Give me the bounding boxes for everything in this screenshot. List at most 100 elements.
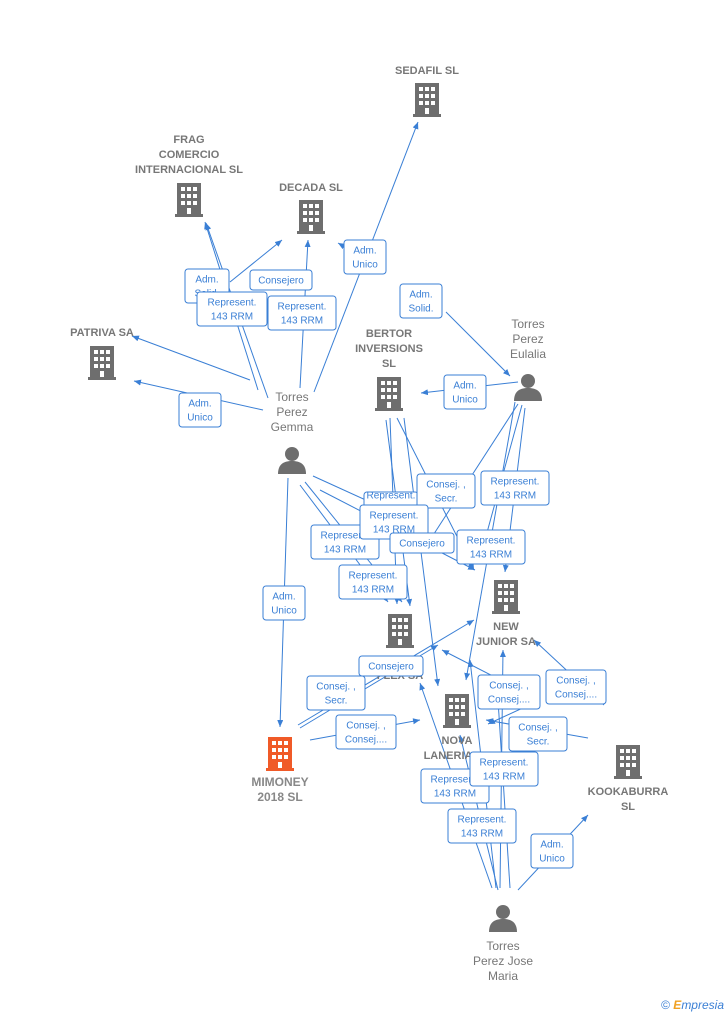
relation-label-r19[interactable]: Consej. ,Secr. <box>306 675 366 711</box>
relation-label-r9[interactable]: Consej. ,Secr. <box>416 473 476 509</box>
relation-box <box>477 674 541 710</box>
relation-edge <box>429 403 519 541</box>
relation-labels: Represent. 143 RRM Adm. Solid. Represent. 143… <box>178 239 607 869</box>
relation-text: Consej. , <box>426 480 465 491</box>
node-label: SL <box>382 358 396 370</box>
node-label: COMERCIO <box>159 149 220 161</box>
relation-label-r21[interactable]: Consej. , Consej.... <box>477 674 541 710</box>
building-icon <box>88 346 116 380</box>
brand-logo-text: mpresia <box>681 998 724 1012</box>
relation-text: Adm. <box>409 290 432 301</box>
building-icon <box>175 183 203 217</box>
node-label: NOVA <box>442 735 473 747</box>
relation-label-r23[interactable]: Consej. ,Secr. <box>508 716 568 752</box>
relation-label-r17[interactable]: Adm.Unico <box>262 585 306 621</box>
relation-text: Solid. <box>408 304 433 315</box>
relation-label-r15[interactable]: Represent. 143 RRM <box>338 564 408 600</box>
node-label: DECADA SL <box>279 182 343 194</box>
relation-label-r13[interactable]: Represent.143 RRM <box>456 529 526 565</box>
relation-text: Consej. , <box>316 682 355 693</box>
relation-text: Unico <box>187 413 213 424</box>
relation-text: Represent. <box>458 815 507 826</box>
relation-label-r22[interactable]: Consej. ,Consej.... <box>545 669 607 705</box>
node-label: Torres <box>486 939 519 953</box>
relation-label-r18[interactable]: Consejero <box>358 655 424 677</box>
relation-text: 143 RRM <box>373 525 415 536</box>
brand-footer[interactable]: © Empresia <box>661 998 724 1012</box>
relation-text: Unico <box>539 854 565 865</box>
relation-text: 143 RRM <box>352 585 394 596</box>
relation-label-r27[interactable]: Adm. Unico <box>530 833 574 869</box>
brand-logo-initial: E <box>673 998 682 1012</box>
relation-box <box>480 470 550 506</box>
node-label: KOOKABURRA <box>588 786 669 798</box>
relation-text: 143 RRM <box>434 789 476 800</box>
building-icon <box>297 200 325 234</box>
relation-label-r6[interactable]: Adm. Solid. <box>399 283 443 319</box>
relation-text: Consej. , <box>518 723 557 734</box>
relation-text: Adm. <box>188 399 211 410</box>
relation-box <box>262 585 306 621</box>
building-icon <box>375 377 403 411</box>
relation-text: Unico <box>452 395 478 406</box>
relation-text: Unico <box>271 606 297 617</box>
relation-text: Adm. <box>353 246 376 257</box>
relation-label-r2[interactable]: Represent.143 RRM <box>196 291 268 327</box>
relation-label-r10[interactable]: Represent.143 RRM <box>480 470 550 506</box>
relation-box <box>456 529 526 565</box>
relation-label-r26[interactable]: Represent.143 RRM <box>447 808 517 844</box>
building-icon <box>413 83 441 117</box>
relation-label-r25[interactable]: Represent.143 RRM <box>469 751 539 787</box>
relation-text: Consejero <box>399 539 445 550</box>
building-icon <box>386 614 414 648</box>
relation-box <box>399 283 443 319</box>
relation-text: Represent. <box>367 491 416 502</box>
relation-text: Represent. <box>278 302 327 313</box>
node-label: JUNIOR SA <box>476 636 536 648</box>
relation-label-r5[interactable]: Adm.Unico <box>343 239 387 275</box>
relation-text: Consej.... <box>488 695 530 706</box>
relation-box <box>267 295 337 331</box>
node-label: SEDAFIL SL <box>395 65 459 77</box>
relation-box <box>416 473 476 509</box>
building-icon <box>266 737 294 771</box>
relation-text: Consej. , <box>489 681 528 692</box>
relation-label-r7[interactable]: Adm.Unico <box>443 374 487 410</box>
relation-box <box>447 808 517 844</box>
copyright-symbol: © <box>661 998 670 1012</box>
relation-edge <box>131 335 251 381</box>
relation-text: Consej.... <box>555 690 597 701</box>
building-icon <box>443 694 471 728</box>
relation-label-r3[interactable]: Consejero <box>249 269 313 291</box>
relation-box <box>249 269 313 291</box>
relation-text: Adm. <box>540 840 563 851</box>
relation-text: Consejero <box>258 276 304 287</box>
relation-label-r8[interactable]: Adm. Unico <box>178 392 222 428</box>
relation-text: Represent. <box>370 511 419 522</box>
relation-label-r11[interactable]: Represent. 143 RRM <box>359 504 429 540</box>
node-label: INVERSIONS <box>355 343 423 355</box>
building-icon <box>492 580 520 614</box>
relation-text: Represent. <box>208 298 257 309</box>
node-patriva[interactable]: PATRIVA SA <box>70 327 134 380</box>
relation-text: Adm. <box>195 275 218 286</box>
relation-text: Represent. <box>349 571 398 582</box>
relation-label-r20[interactable]: Consej. ,Consej.... <box>335 714 397 750</box>
node-sedafil[interactable]: SEDAFIL SL <box>395 65 459 117</box>
relation-label-r14[interactable]: Consejero <box>389 532 455 554</box>
relation-box <box>508 716 568 752</box>
relation-label-r4[interactable]: Represent.143 RRM <box>267 295 337 331</box>
relation-box <box>358 655 424 677</box>
node-label: 2018 SL <box>257 790 302 804</box>
node-decada[interactable]: DECADA SL <box>279 182 343 234</box>
relation-text: Represent. <box>431 775 480 786</box>
